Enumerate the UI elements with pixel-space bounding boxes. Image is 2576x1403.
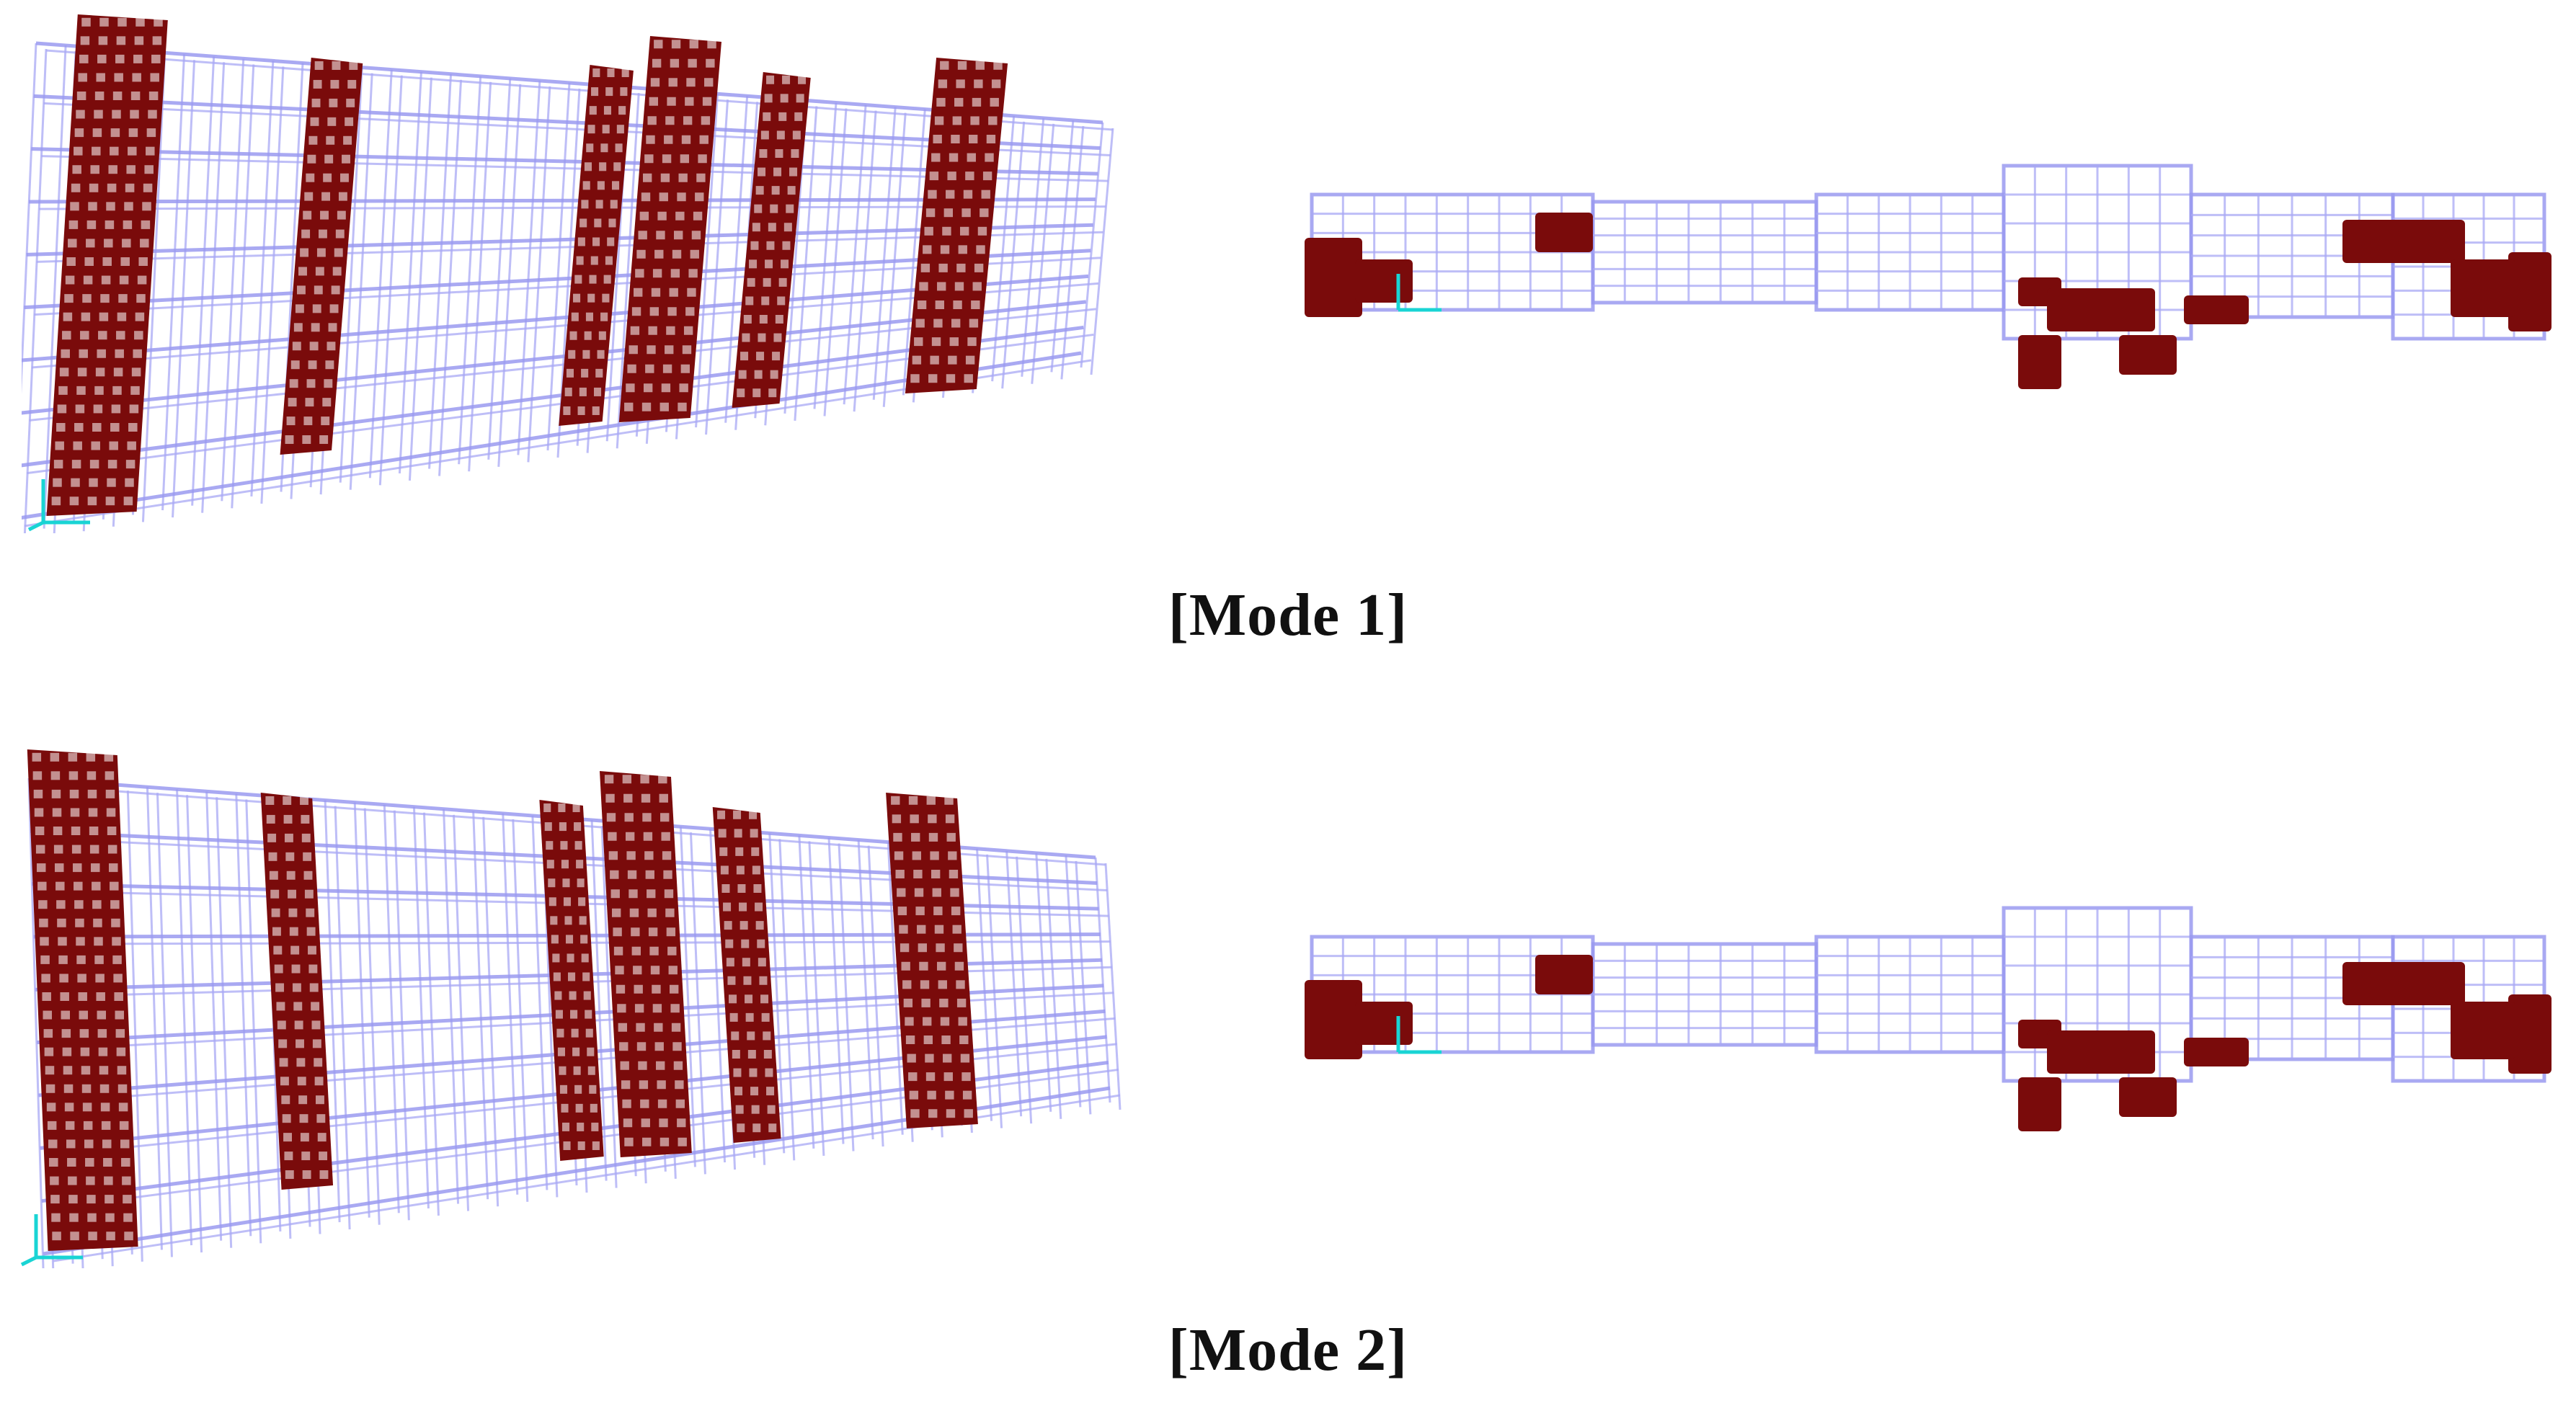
core-wall-5	[732, 72, 811, 408]
axis-triad-icon	[1396, 1016, 1442, 1054]
core-wall-4	[600, 771, 692, 1157]
plan-core-8	[2184, 295, 2249, 324]
plan-core-5	[2047, 1030, 2155, 1074]
mode-1-plan-svg	[1305, 164, 2551, 389]
core-wall-1	[27, 749, 138, 1251]
plan-cores	[1305, 955, 2551, 1131]
plan-block-2	[1591, 942, 1818, 1047]
core-wall-6	[905, 58, 1008, 393]
core-wall-3	[539, 800, 604, 1161]
plan-core-2	[1355, 1002, 1413, 1045]
plan-core-9	[2342, 962, 2465, 1005]
plan-core-7	[2119, 335, 2177, 375]
mode-2-elevation-view	[14, 749, 1124, 1268]
plan-core-3	[1535, 955, 1593, 994]
plan-core-10	[2508, 252, 2551, 331]
axis-triad-icon	[20, 1214, 83, 1267]
plan-core-1	[1305, 238, 1362, 317]
plan-core-5	[2047, 288, 2155, 331]
plan-cores	[1305, 213, 2551, 389]
mode-2-plan-svg	[1305, 906, 2551, 1131]
core-wall-6	[886, 793, 978, 1128]
mode-1-plan-view	[1290, 151, 2559, 418]
mode-2-elevation-svg	[20, 749, 1122, 1268]
plan-core-6	[2018, 335, 2061, 389]
plan-block-3	[1814, 935, 2006, 1054]
plan-core-7	[2119, 1077, 2177, 1117]
plan-core-3	[1535, 213, 1593, 252]
plan-core-11	[2451, 259, 2515, 317]
mode-1-row: [Mode 1]	[0, 0, 2576, 692]
mode-1-elevation-view	[22, 14, 1132, 533]
plan-block-3	[1814, 192, 2006, 312]
plan-core-1	[1305, 980, 1362, 1059]
plan-core-9	[2342, 220, 2465, 263]
mode-2-plan-view	[1290, 894, 2559, 1160]
core-wall-2	[280, 58, 363, 455]
mode-1-elevation-svg	[22, 14, 1114, 533]
core-wall-1	[46, 14, 168, 516]
core-walls	[46, 14, 1008, 516]
plan-core-10	[2508, 994, 2551, 1074]
mode-2-caption: [Mode 2]	[1168, 1317, 1408, 1384]
plan-core-2	[1355, 259, 1413, 303]
plan-core-6	[2018, 1077, 2061, 1131]
core-wall-2	[260, 793, 334, 1190]
plan-core-8	[2184, 1038, 2249, 1066]
plan-core-11	[2451, 1002, 2515, 1059]
axis-triad-icon	[1396, 274, 1442, 312]
core-wall-3	[559, 65, 634, 426]
core-wall-5	[712, 807, 781, 1143]
mode-1-caption: [Mode 1]	[1168, 582, 1408, 649]
plan-block-2	[1591, 200, 1818, 305]
core-walls	[27, 749, 978, 1251]
core-wall-4	[618, 36, 721, 422]
axis-triad-icon	[27, 479, 90, 532]
mode-2-row: [Mode 2]	[0, 728, 2576, 1403]
